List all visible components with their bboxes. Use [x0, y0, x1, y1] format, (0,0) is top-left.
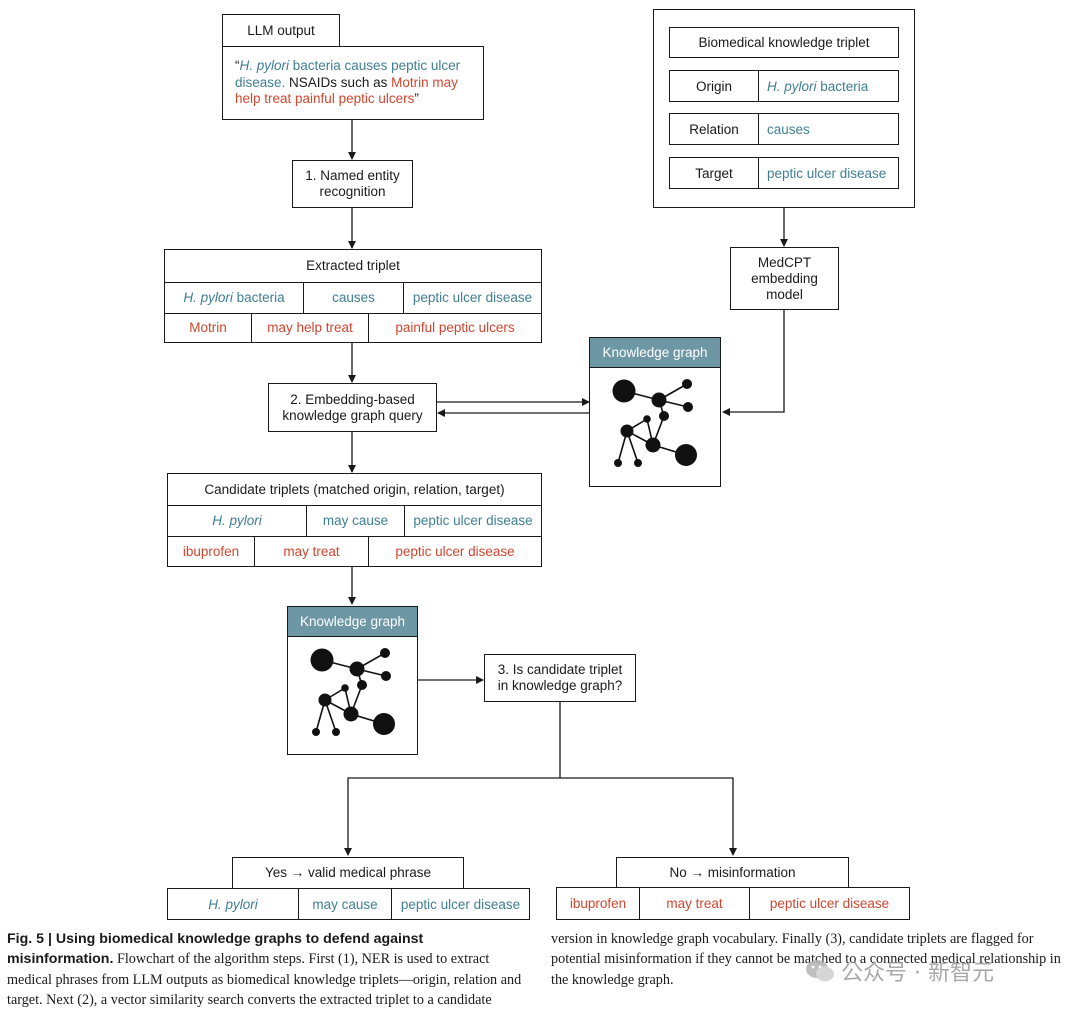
extracted-r1-target: peptic ulcer disease	[403, 282, 541, 313]
extracted-row-1: H. pylori bacteria causes peptic ulcer d…	[165, 282, 541, 313]
figure-caption-right: version in knowledge graph vocabulary. F…	[551, 931, 1061, 988]
step3-check: 3. Is candidate triplet in knowledge gra…	[484, 654, 636, 702]
extracted-r1-origin: H. pylori bacteria	[183, 290, 285, 305]
candidates-r1-target: peptic ulcer disease	[404, 505, 541, 536]
biomed-relation-row: Relation causes	[669, 113, 899, 145]
graph-network-icon	[612, 379, 697, 467]
no-origin: ibuprofen	[569, 896, 627, 911]
no-relation: may treat	[639, 888, 749, 919]
candidates-r2-target: peptic ulcer disease	[368, 536, 541, 566]
figure-caption-left: Fig. 5 | Using biomedical knowledge grap…	[7, 931, 522, 1009]
candidate-triplets-table: Candidate triplets (matched origin, rela…	[167, 473, 542, 567]
biomed-origin-row: Origin H. pylori bacteria	[669, 70, 899, 102]
knowledge-graph-right: Knowledge graph	[589, 337, 721, 487]
yes-title: Yes → valid medical phrase	[232, 857, 464, 889]
step2-kg-query: 2. Embedding-based knowledge graph query	[268, 383, 437, 432]
candidates-row-2: ibuprofen may treat peptic ulcer disease	[168, 536, 541, 566]
watermark: 公众号 · 新智元	[805, 954, 1055, 988]
biomed-target-label: Target	[695, 165, 733, 181]
yes-origin: H. pylori	[208, 896, 258, 912]
no-target: peptic ulcer disease	[749, 888, 909, 919]
candidates-title: Candidate triplets (matched origin, rela…	[204, 481, 505, 497]
yes-triplet-row: H. pylori may cause peptic ulcer disease	[167, 888, 530, 920]
extracted-r2-origin: Motrin	[189, 320, 227, 335]
arrow-step3-to-yes	[344, 702, 561, 856]
no-title: No → misinformation	[616, 857, 849, 888]
candidates-r1-origin: H. pylori	[212, 513, 262, 528]
biomed-relation-label: Relation	[689, 121, 739, 137]
biomed-title: Biomedical knowledge triplet	[669, 27, 899, 58]
candidates-r2-relation: may treat	[254, 536, 368, 566]
candidates-r2-origin: ibuprofen	[182, 543, 240, 559]
extracted-r2-target: painful peptic ulcers	[368, 313, 541, 342]
extracted-r2-relation: may help treat	[251, 313, 368, 342]
extracted-triplet-table: Extracted triplet H. pylori bacteria cau…	[164, 249, 542, 343]
llm-output-text: “H. pylori bacteria causes peptic ulcer …	[222, 46, 484, 120]
arrow-step3-to-no	[560, 777, 737, 856]
figure-label: Fig. 5 | Using biomedical knowledge grap…	[7, 931, 424, 968]
candidates-row-1: H. pylori may cause peptic ulcer disease	[168, 505, 541, 536]
biomed-origin-value: H. pylori bacteria	[758, 71, 898, 101]
biomed-target-row: Target peptic ulcer disease	[669, 157, 899, 189]
wechat-icon	[806, 960, 834, 982]
medcpt-model: MedCPT embedding model	[730, 247, 839, 310]
graph-network-icon	[310, 648, 395, 736]
candidates-r1-relation: may cause	[306, 505, 404, 536]
biomed-origin-label: Origin	[695, 78, 732, 94]
biomed-relation-value: causes	[758, 114, 898, 144]
kg-center-header: Knowledge graph	[288, 607, 417, 636]
extracted-r1-relation: causes	[303, 282, 403, 313]
knowledge-graph-center: Knowledge graph	[287, 606, 418, 755]
extracted-row-2: Motrin may help treat painful peptic ulc…	[165, 313, 541, 342]
extracted-title: Extracted triplet	[306, 258, 400, 273]
yes-target: peptic ulcer disease	[391, 889, 529, 919]
biomed-target-value: peptic ulcer disease	[758, 158, 898, 188]
arrow-medcpt-to-kg	[722, 310, 785, 416]
kg-right-header: Knowledge graph	[590, 338, 720, 367]
llm-output-title: LLM output	[222, 14, 340, 47]
yes-relation: may cause	[298, 889, 391, 919]
step1-ner: 1. Named entity recognition	[292, 160, 413, 208]
no-triplet-row: ibuprofen may treat peptic ulcer disease	[556, 887, 910, 920]
